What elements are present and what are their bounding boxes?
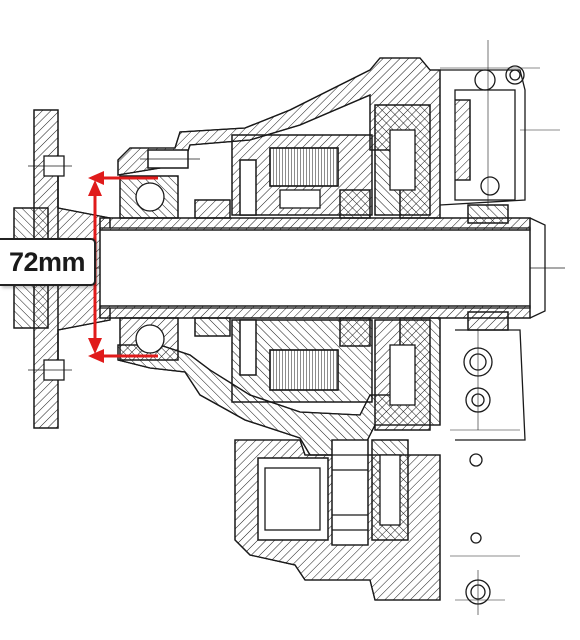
bearing-lower-left [119,317,179,361]
arrowhead-up-icon [88,180,102,196]
bearing-upper-left [119,175,179,219]
end-cover [439,40,560,441]
arrowhead-left-bottom-icon [88,349,104,363]
lower-sump-housing [234,429,520,615]
clutch-pack-upper [231,134,373,216]
dimension-label: 72mm [0,238,96,286]
housing-lower [117,317,441,456]
housing-upper [117,57,441,219]
gear-upper [374,104,431,216]
gear-lower [374,319,431,431]
shaft-seals [194,189,371,347]
arrowhead-down-icon [88,338,102,354]
arrowhead-left-top-icon [88,171,104,185]
main-shaft [99,217,546,319]
